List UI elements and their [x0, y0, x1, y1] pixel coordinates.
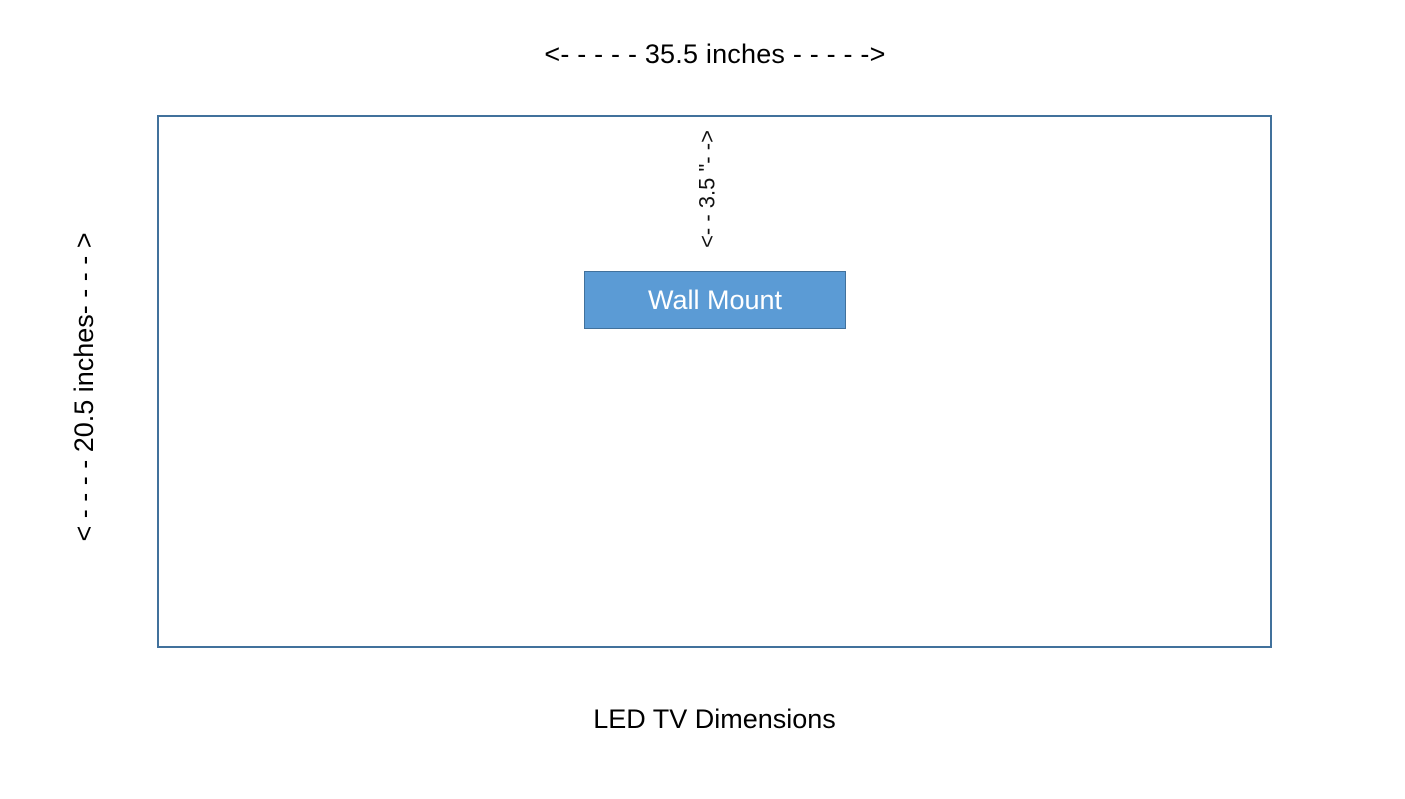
- mount-gap-dimension-label: <- - 3.5 "- ->: [694, 130, 720, 248]
- wall-mount-label: Wall Mount: [647, 284, 783, 315]
- width-dimension-label: <- - - - - 35.5 inches - - - - ->: [544, 39, 886, 69]
- height-dimension-label: < - - - - 20.5 inches- - - - >: [69, 232, 100, 542]
- tv-body-outline: [157, 115, 1272, 648]
- diagram-caption: LED TV Dimensions: [593, 704, 836, 734]
- wall-mount-block: Wall Mount: [584, 271, 846, 329]
